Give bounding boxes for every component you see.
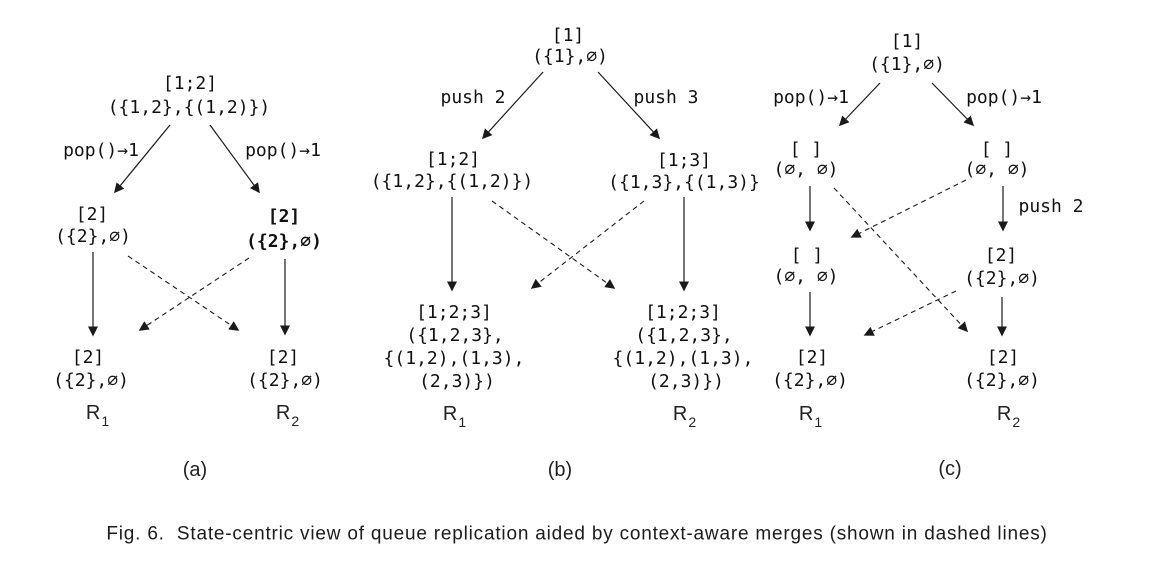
c-edge-label-push2: push 2 bbox=[1018, 196, 1084, 217]
a-replica-1-sub: 1 bbox=[101, 413, 110, 429]
b-bottom-left-context-2: {(1,2),(1,3), bbox=[383, 348, 525, 369]
c-bottom-left-queue: [2] bbox=[795, 347, 829, 368]
c-bottom-left-context: ({2},∅) bbox=[772, 370, 848, 391]
a-replica-1-base: R bbox=[85, 402, 101, 424]
c-row3-right-context: ({2},∅) bbox=[964, 268, 1040, 289]
c-row3-right-queue: [2] bbox=[984, 245, 1018, 266]
edge-c-merge-right-to-left-mid bbox=[850, 179, 967, 238]
b-edge-label-push3: push 3 bbox=[633, 87, 699, 108]
a-mid-right-queue: [2] bbox=[267, 206, 301, 227]
a-edge-label-pop-left: pop()→1 bbox=[63, 140, 139, 161]
b-mid-left-context: ({1,2},{(1,2)}) bbox=[370, 171, 534, 192]
b-bottom-right-context-3: (2,3)}) bbox=[648, 371, 724, 392]
edge-c-merge-left-to-right-bottom bbox=[833, 187, 969, 333]
figure-caption: Fig. 6. State-centric view of queue repl… bbox=[106, 523, 1048, 545]
c-row3-left-queue: [ ] bbox=[790, 245, 824, 266]
edge-a-merge-right-to-left bbox=[138, 257, 250, 331]
edge-c-pop-right bbox=[931, 82, 975, 127]
b-panel-caption: (b) bbox=[547, 459, 573, 481]
a-top-state-context: ({1,2},{(1,2)}) bbox=[107, 97, 271, 118]
b-top-state-context: ({1},∅) bbox=[532, 46, 608, 67]
edge-b-merge-left-to-right bbox=[491, 200, 616, 289]
a-bottom-left-context: ({2},∅) bbox=[53, 370, 129, 391]
c-bottom-right-queue: [2] bbox=[986, 347, 1020, 368]
b-replica-1-label: R1 bbox=[442, 403, 466, 429]
a-mid-right-context: ({2},∅) bbox=[246, 231, 322, 252]
a-replica-2-sub: 2 bbox=[291, 413, 300, 429]
b-mid-right-queue: [1;3] bbox=[656, 150, 712, 171]
a-replica-2-base: R bbox=[275, 402, 291, 424]
c-row3-left-context: (∅, ∅) bbox=[773, 266, 839, 287]
a-top-state-queue: [1;2] bbox=[162, 73, 218, 94]
b-mid-right-context: ({1,3},{(1,3)} bbox=[608, 172, 760, 193]
b-replica-2-label: R2 bbox=[672, 403, 696, 429]
edge-b-push3 bbox=[597, 71, 661, 140]
b-bottom-left-queue: [1;2;3] bbox=[416, 302, 492, 323]
a-edge-label-pop-right: pop()→1 bbox=[245, 140, 321, 161]
c-edge-label-pop-right: pop()→1 bbox=[966, 87, 1042, 108]
c-replica-1-base: R bbox=[798, 403, 814, 425]
c-top-state-queue: [1] bbox=[890, 31, 924, 52]
a-mid-left-context: ({2},∅) bbox=[55, 226, 131, 247]
b-mid-left-queue: [1;2] bbox=[425, 149, 481, 170]
c-row2-right-queue: [ ] bbox=[980, 139, 1014, 160]
a-replica-2-label: R2 bbox=[275, 402, 299, 428]
b-bottom-right-context-1: ({1,2,3}, bbox=[635, 325, 733, 346]
c-bottom-right-context: ({2},∅) bbox=[964, 370, 1040, 391]
b-bottom-right-queue: [1;2;3] bbox=[645, 302, 721, 323]
c-replica-2-sub: 2 bbox=[1012, 414, 1021, 430]
c-row2-left-queue: [ ] bbox=[789, 139, 823, 160]
b-bottom-left-context-3: (2,3)}) bbox=[419, 371, 495, 392]
b-top-state-queue: [1] bbox=[551, 25, 585, 46]
edge-c-merge-right-to-left-bottom bbox=[863, 290, 957, 336]
b-bottom-right-context-2: {(1,2),(1,3), bbox=[612, 348, 754, 369]
edge-c-pop-left bbox=[838, 82, 881, 127]
c-row2-left-context: (∅, ∅) bbox=[773, 159, 839, 180]
c-replica-2-label: R2 bbox=[996, 403, 1020, 429]
edge-a-merge-left-to-right bbox=[127, 255, 240, 331]
b-replica-2-base: R bbox=[672, 403, 688, 425]
b-edge-label-push2: push 2 bbox=[440, 87, 506, 108]
b-bottom-left-context-1: ({1,2,3}, bbox=[406, 325, 504, 346]
c-replica-2-base: R bbox=[996, 403, 1012, 425]
a-bottom-right-context: ({2},∅) bbox=[247, 370, 323, 391]
a-mid-left-queue: [2] bbox=[75, 204, 109, 225]
edge-b-merge-right-to-left bbox=[530, 200, 645, 289]
c-top-state-context: ({1},∅) bbox=[869, 54, 945, 75]
c-replica-1-label: R1 bbox=[798, 403, 822, 429]
a-bottom-left-queue: [2] bbox=[71, 347, 105, 368]
c-edge-label-pop-left: pop()→1 bbox=[773, 87, 849, 108]
b-replica-1-base: R bbox=[442, 403, 458, 425]
c-row2-right-context: (∅, ∅) bbox=[964, 159, 1030, 180]
a-replica-1-label: R1 bbox=[85, 402, 109, 428]
c-panel-caption: (c) bbox=[938, 458, 962, 480]
b-replica-2-sub: 2 bbox=[688, 414, 697, 430]
edge-b-push2 bbox=[481, 71, 544, 140]
edge-a-pop-right bbox=[209, 124, 260, 194]
c-replica-1-sub: 1 bbox=[814, 414, 823, 430]
b-replica-1-sub: 1 bbox=[458, 414, 467, 430]
edge-a-pop-left bbox=[114, 124, 171, 194]
a-bottom-right-queue: [2] bbox=[266, 347, 300, 368]
a-panel-caption: (a) bbox=[182, 459, 208, 481]
